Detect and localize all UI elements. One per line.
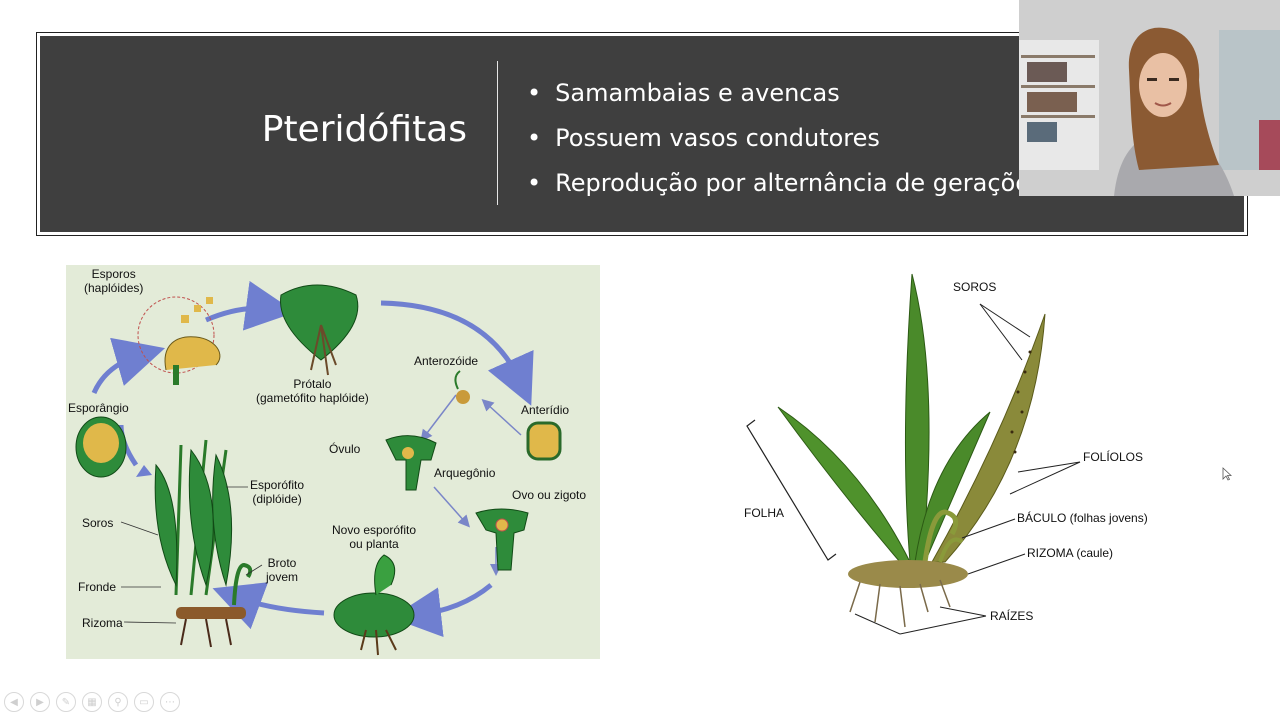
webcam-scene bbox=[1019, 0, 1280, 196]
slideshow-controls: ◀ ▶ ✎ ▦ ⚲ ▭ ⋯ bbox=[4, 692, 180, 716]
bullet-item: Reprodução por alternância de geraçõe bbox=[527, 161, 1030, 206]
prev-icon[interactable]: ◀ bbox=[4, 692, 24, 712]
banner-divider bbox=[497, 61, 498, 205]
bullet-item: Samambaias e avencas bbox=[527, 71, 1030, 116]
label-soros: Soros bbox=[82, 516, 114, 530]
more-icon[interactable]: ⋯ bbox=[160, 692, 180, 712]
mouse-cursor-icon bbox=[1222, 467, 1232, 481]
fern-illustration bbox=[746, 273, 1081, 635]
bullet-list: Samambaias e avencas Possuem vasos condu… bbox=[527, 71, 1030, 206]
subtitles-icon[interactable]: ▭ bbox=[134, 692, 154, 712]
next-icon[interactable]: ▶ bbox=[30, 692, 50, 712]
label-folha: FOLHA bbox=[744, 506, 785, 520]
fern-anatomy-diagram: SOROS FOLÍOLOS FOLHA BÁCULO (folhas jove… bbox=[700, 262, 1220, 662]
label-anterozoide: Anterozóide bbox=[414, 354, 479, 368]
label-esporangio: Esporângio bbox=[68, 401, 129, 415]
label-rizoma: RIZOMA (caule) bbox=[1027, 546, 1114, 560]
label-soros: SOROS bbox=[953, 280, 997, 294]
label-foliolos: FOLÍOLOS bbox=[1083, 450, 1144, 464]
label-esporofito: Esporófito(diplóide) bbox=[250, 478, 305, 506]
label-arquegonio: Arquegônio bbox=[434, 466, 496, 480]
life-cycle-diagram: Esporos(haplóides) Prótalo(gametófito ha… bbox=[66, 265, 600, 659]
label-baculo: BÁCULO (folhas jovens) bbox=[1017, 511, 1148, 525]
slides-icon[interactable]: ▦ bbox=[82, 692, 102, 712]
label-rizoma: Rizoma bbox=[82, 616, 123, 630]
zoom-icon[interactable]: ⚲ bbox=[108, 692, 128, 712]
label-fronde: Fronde bbox=[78, 580, 117, 594]
label-ovo-zigoto: Ovo ou zigoto bbox=[512, 488, 587, 502]
life-cycle-illustration bbox=[75, 280, 562, 656]
label-esporos: Esporos(haplóides) bbox=[84, 267, 144, 295]
pen-icon[interactable]: ✎ bbox=[56, 692, 76, 712]
label-ovulo: Óvulo bbox=[329, 442, 361, 456]
webcam-video bbox=[1019, 0, 1280, 196]
label-anteridio: Anterídio bbox=[521, 403, 570, 417]
label-raizes: RAÍZES bbox=[990, 609, 1034, 623]
slide-title: Pteridófitas bbox=[261, 109, 467, 150]
bullet-item: Possuem vasos condutores bbox=[527, 116, 1030, 161]
label-protalo: Prótalo(gametófito haplóide) bbox=[256, 377, 369, 405]
